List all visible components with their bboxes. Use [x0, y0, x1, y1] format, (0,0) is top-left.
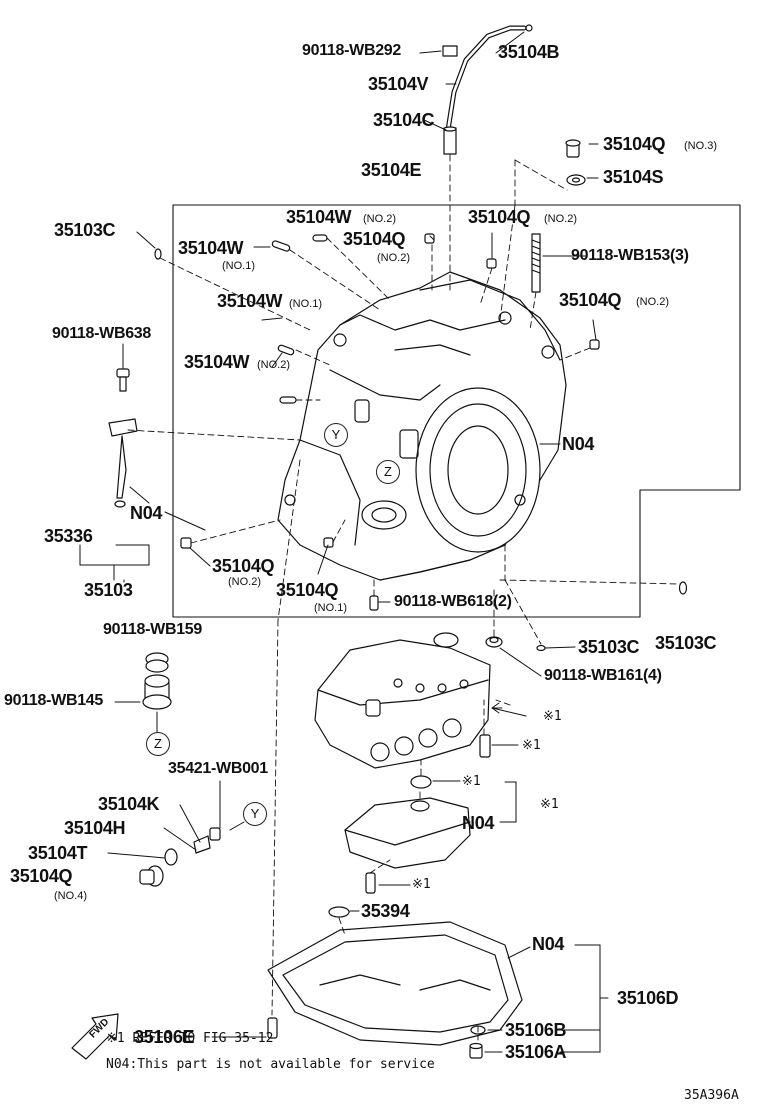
- pin-35103c-right: [678, 581, 688, 595]
- part-label-35104c: 35104C: [373, 110, 435, 130]
- part-label-35103c-left: 35103C: [54, 220, 116, 240]
- part-label-35104q-no3: 35104Q: [603, 134, 666, 154]
- part-label-35421-wb001: 35421-WB001: [168, 760, 268, 777]
- o-ring: [410, 775, 432, 789]
- part-sub-no2-d: (NO.2): [636, 296, 669, 308]
- part-label-35106b: 35106B: [505, 1020, 567, 1040]
- part-label-n04-pan: N04: [532, 934, 565, 954]
- part-label-35104q-no2-right: 35104Q: [559, 290, 622, 310]
- part-label-35104w-no2-left: 35104W: [184, 352, 250, 372]
- pipe-35104c: [443, 127, 457, 155]
- vb-bolt: [479, 734, 491, 758]
- part-label-35104w-no1-a: 35104W: [178, 238, 244, 258]
- part-label-35336: 35336: [44, 526, 93, 546]
- part-label-35104v: 35104V: [368, 74, 429, 94]
- part-sub-no2-f: (NO.2): [228, 576, 261, 588]
- part-label-n04-case: N04: [562, 434, 595, 454]
- part-label-n04-dipstick: N04: [130, 503, 163, 523]
- nut-90118-wb161: [485, 636, 503, 648]
- part-label-35104h: 35104H: [64, 818, 126, 838]
- transaxle-case: [277, 271, 567, 581]
- part-label-90118-wb292: 90118-WB292: [302, 42, 401, 59]
- part-label-35104q-no2-mid: 35104Q: [343, 229, 406, 249]
- part-label-90118-wb153: 90118-WB153(3): [571, 247, 689, 264]
- clamp-boot: [142, 652, 172, 710]
- part-label-90118-wb638: 90118-WB638: [52, 325, 151, 342]
- callout-z-case: Z: [376, 460, 400, 484]
- callout-y-sensor: Y: [243, 802, 267, 826]
- part-label-35104q-no1: 35104Q: [276, 580, 339, 600]
- part-label-35106a: 35106A: [505, 1042, 567, 1062]
- footnote-refer: ※1 REFER TO FIG 35-12: [106, 1031, 274, 1046]
- part-label-35103c-right: 35103C: [655, 633, 717, 653]
- part-label-35104w-no1-b: 35104W: [217, 291, 283, 311]
- ref-mark-1: ※1: [543, 709, 562, 724]
- part-label-90118-wb618: 90118-WB618(2): [394, 593, 512, 610]
- pin-35103c-left: [154, 248, 162, 260]
- part-label-35104q-no2-top: 35104Q: [468, 207, 531, 227]
- part-sub-no3: (NO.3): [684, 140, 717, 152]
- callout-y-case: Y: [324, 423, 348, 447]
- figure-id: 35A396A: [684, 1088, 739, 1103]
- part-label-n04-strainer: N04: [462, 813, 495, 833]
- part-label-35104q-no4: 35104Q: [10, 866, 73, 886]
- part-label-35104t: 35104T: [28, 843, 88, 863]
- part-sub-no1-a: (NO.1): [222, 260, 255, 272]
- washer-35104s: [566, 174, 586, 186]
- part-label-35106d: 35106D: [617, 988, 679, 1008]
- ref-arrow: [491, 702, 503, 714]
- footnote-not-available: N04:This part is not available for servi…: [106, 1057, 435, 1072]
- part-label-35103: 35103: [84, 580, 133, 600]
- washer-35394: [328, 906, 350, 918]
- part-label-90118-wb159: 90118-WB159: [103, 621, 202, 638]
- assembly-boundary: [172, 204, 741, 618]
- part-sub-no2-a: (NO.2): [363, 213, 396, 225]
- part-label-35394: 35394: [361, 901, 410, 921]
- part-label-35104w-no2-top: 35104W: [286, 207, 352, 227]
- callout-z-boot: Z: [146, 732, 170, 756]
- plug-35104q-no3: [565, 139, 581, 158]
- strainer-bolt: [365, 872, 376, 894]
- dashed-lines: [127, 154, 681, 1041]
- part-label-35104s: 35104S: [603, 167, 664, 187]
- part-sub-no4: (NO.4): [54, 890, 87, 902]
- part-label-35104q-no2-bottom: 35104Q: [212, 556, 275, 576]
- part-label-35103c-mid: 35103C: [578, 637, 640, 657]
- part-sub-no1-c: (NO.1): [314, 602, 347, 614]
- part-label-35104e: 35104E: [361, 160, 422, 180]
- part-sub-no1-b: (NO.1): [289, 298, 322, 310]
- leader-lines: [79, 31, 609, 1053]
- dipstick: [108, 368, 138, 508]
- ref-mark-2: ※1: [522, 738, 541, 753]
- oil-pan: [267, 921, 523, 1046]
- ref-mark-4: ※1: [540, 797, 559, 812]
- dowel-pins: [271, 234, 379, 611]
- fwd-arrow-icon: [71, 1013, 119, 1060]
- part-label-35104k: 35104K: [98, 794, 160, 814]
- drain-plug: [469, 1042, 483, 1059]
- pan-bolt: [267, 1017, 278, 1039]
- part-label-90118-wb161: 90118-WB161(4): [544, 667, 662, 684]
- part-sub-no2-b: (NO.2): [544, 213, 577, 225]
- part-label-90118-wb145: 90118-WB145: [4, 692, 103, 709]
- part-label-35104b: 35104B: [498, 42, 560, 62]
- ref-mark-3: ※1: [462, 774, 481, 789]
- case-plugs: [180, 233, 600, 549]
- part-sub-no2-e: (NO.2): [257, 359, 290, 371]
- oil-level-tube: [442, 24, 533, 133]
- part-sub-no2-c: (NO.2): [377, 252, 410, 264]
- valve-body: [314, 632, 491, 769]
- pin-35103c-mid: [536, 644, 546, 652]
- ref-mark-5: ※1: [412, 877, 431, 892]
- oil-strainer: [344, 797, 471, 869]
- part-label-35106e: 35106E: [134, 1027, 195, 1047]
- sensor-parts: [139, 827, 221, 887]
